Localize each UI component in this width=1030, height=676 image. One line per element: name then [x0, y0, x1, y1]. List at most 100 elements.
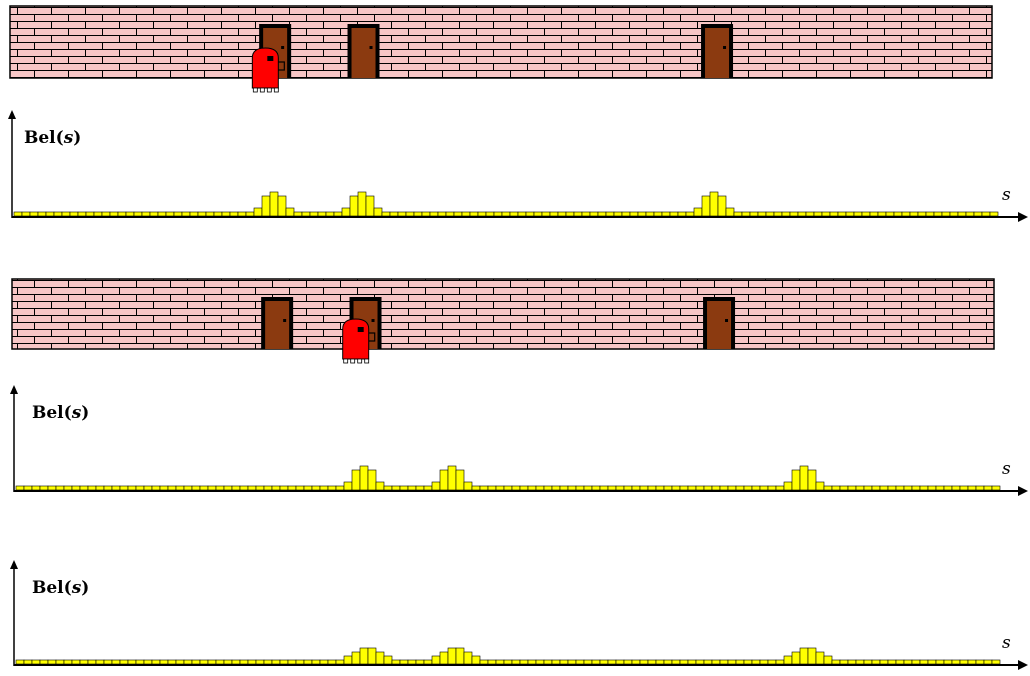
belief-bar	[910, 212, 918, 216]
belief-bar	[264, 660, 272, 664]
belief-bar	[150, 212, 158, 216]
belief-bar	[854, 212, 862, 216]
belief-bar	[904, 660, 912, 664]
belief-bar	[416, 660, 424, 664]
x-axis-label: s	[1002, 185, 1011, 205]
belief-bar	[224, 660, 232, 664]
belief-bar	[112, 486, 120, 490]
belief-bar	[352, 652, 360, 664]
belief-bar	[776, 486, 784, 490]
belief-bar	[800, 466, 808, 490]
belief-bar	[96, 660, 104, 664]
belief-bar	[968, 660, 976, 664]
belief-bar	[206, 212, 214, 216]
belief-bar	[270, 192, 278, 216]
belief-bar	[830, 212, 838, 216]
belief-bar	[680, 486, 688, 490]
belief-bar	[640, 660, 648, 664]
belief-bar	[400, 660, 408, 664]
y-axis-arrow-icon	[10, 385, 18, 394]
belief-bar	[846, 212, 854, 216]
belief-bar	[880, 660, 888, 664]
belief-bar	[264, 486, 272, 490]
belief-bar	[134, 212, 142, 216]
belief-bar	[648, 660, 656, 664]
belief-bar	[198, 212, 206, 216]
belief-bar	[72, 486, 80, 490]
belief-bar	[920, 486, 928, 490]
belief-bar	[80, 660, 88, 664]
belief-bars	[14, 192, 998, 216]
belief-bar	[582, 212, 590, 216]
belief-bar	[654, 212, 662, 216]
belief-bar	[798, 212, 806, 216]
belief-bar	[160, 486, 168, 490]
belief-bar	[776, 660, 784, 664]
belief-bar	[24, 660, 32, 664]
belief-bar	[536, 660, 544, 664]
belief-bar	[928, 486, 936, 490]
belief-bar	[814, 212, 822, 216]
belief-bar	[488, 486, 496, 490]
belief-bar	[966, 212, 974, 216]
belief-bar	[368, 648, 376, 664]
belief-bar	[408, 660, 416, 664]
belief-bar	[350, 196, 358, 216]
belief-bar	[902, 212, 910, 216]
belief-bar	[470, 212, 478, 216]
belief-bar	[742, 212, 750, 216]
belief-bar	[552, 486, 560, 490]
belief-bar	[272, 486, 280, 490]
belief-bar	[56, 486, 64, 490]
corridor-wall	[12, 279, 994, 349]
belief-bar	[416, 486, 424, 490]
belief-bar	[856, 486, 864, 490]
belief-bar	[320, 486, 328, 490]
belief-bar	[936, 486, 944, 490]
belief-bar	[750, 212, 758, 216]
belief-bar	[992, 660, 1000, 664]
belief-bar	[512, 660, 520, 664]
belief-bar	[766, 212, 774, 216]
belief-bar	[304, 486, 312, 490]
axes	[10, 385, 1028, 496]
belief-bar	[424, 660, 432, 664]
belief-bar	[598, 212, 606, 216]
x-axis-arrow-icon	[1018, 660, 1028, 670]
belief-bar	[696, 660, 704, 664]
x-axis-label: s	[1002, 633, 1011, 653]
belief-bar	[136, 486, 144, 490]
belief-bar	[558, 212, 566, 216]
belief-bar	[584, 486, 592, 490]
belief-bar	[990, 212, 998, 216]
belief-bar	[342, 208, 350, 216]
belief-bar	[736, 486, 744, 490]
belief-bar	[168, 486, 176, 490]
belief-bar	[792, 470, 800, 490]
belief-bar	[712, 660, 720, 664]
belief-bar	[22, 212, 30, 216]
belief-bar	[344, 656, 352, 664]
belief-bar	[662, 212, 670, 216]
belief-plot-3: Bel(s) s	[10, 560, 1028, 670]
belief-bar	[872, 660, 880, 664]
belief-bar	[392, 486, 400, 490]
belief-bar	[136, 660, 144, 664]
belief-bar	[64, 660, 72, 664]
belief-bar	[456, 648, 464, 664]
belief-bar	[760, 660, 768, 664]
belief-bar	[720, 486, 728, 490]
belief-bar	[886, 212, 894, 216]
corridor-middle	[12, 279, 994, 363]
belief-bar	[494, 212, 502, 216]
belief-bar	[630, 212, 638, 216]
belief-bar	[166, 212, 174, 216]
belief-bar	[822, 212, 830, 216]
belief-bar	[126, 212, 134, 216]
belief-bar	[328, 486, 336, 490]
belief-bar	[200, 660, 208, 664]
belief-bar	[862, 212, 870, 216]
belief-bar	[448, 466, 456, 490]
belief-bar	[424, 486, 432, 490]
belief-bar	[192, 486, 200, 490]
